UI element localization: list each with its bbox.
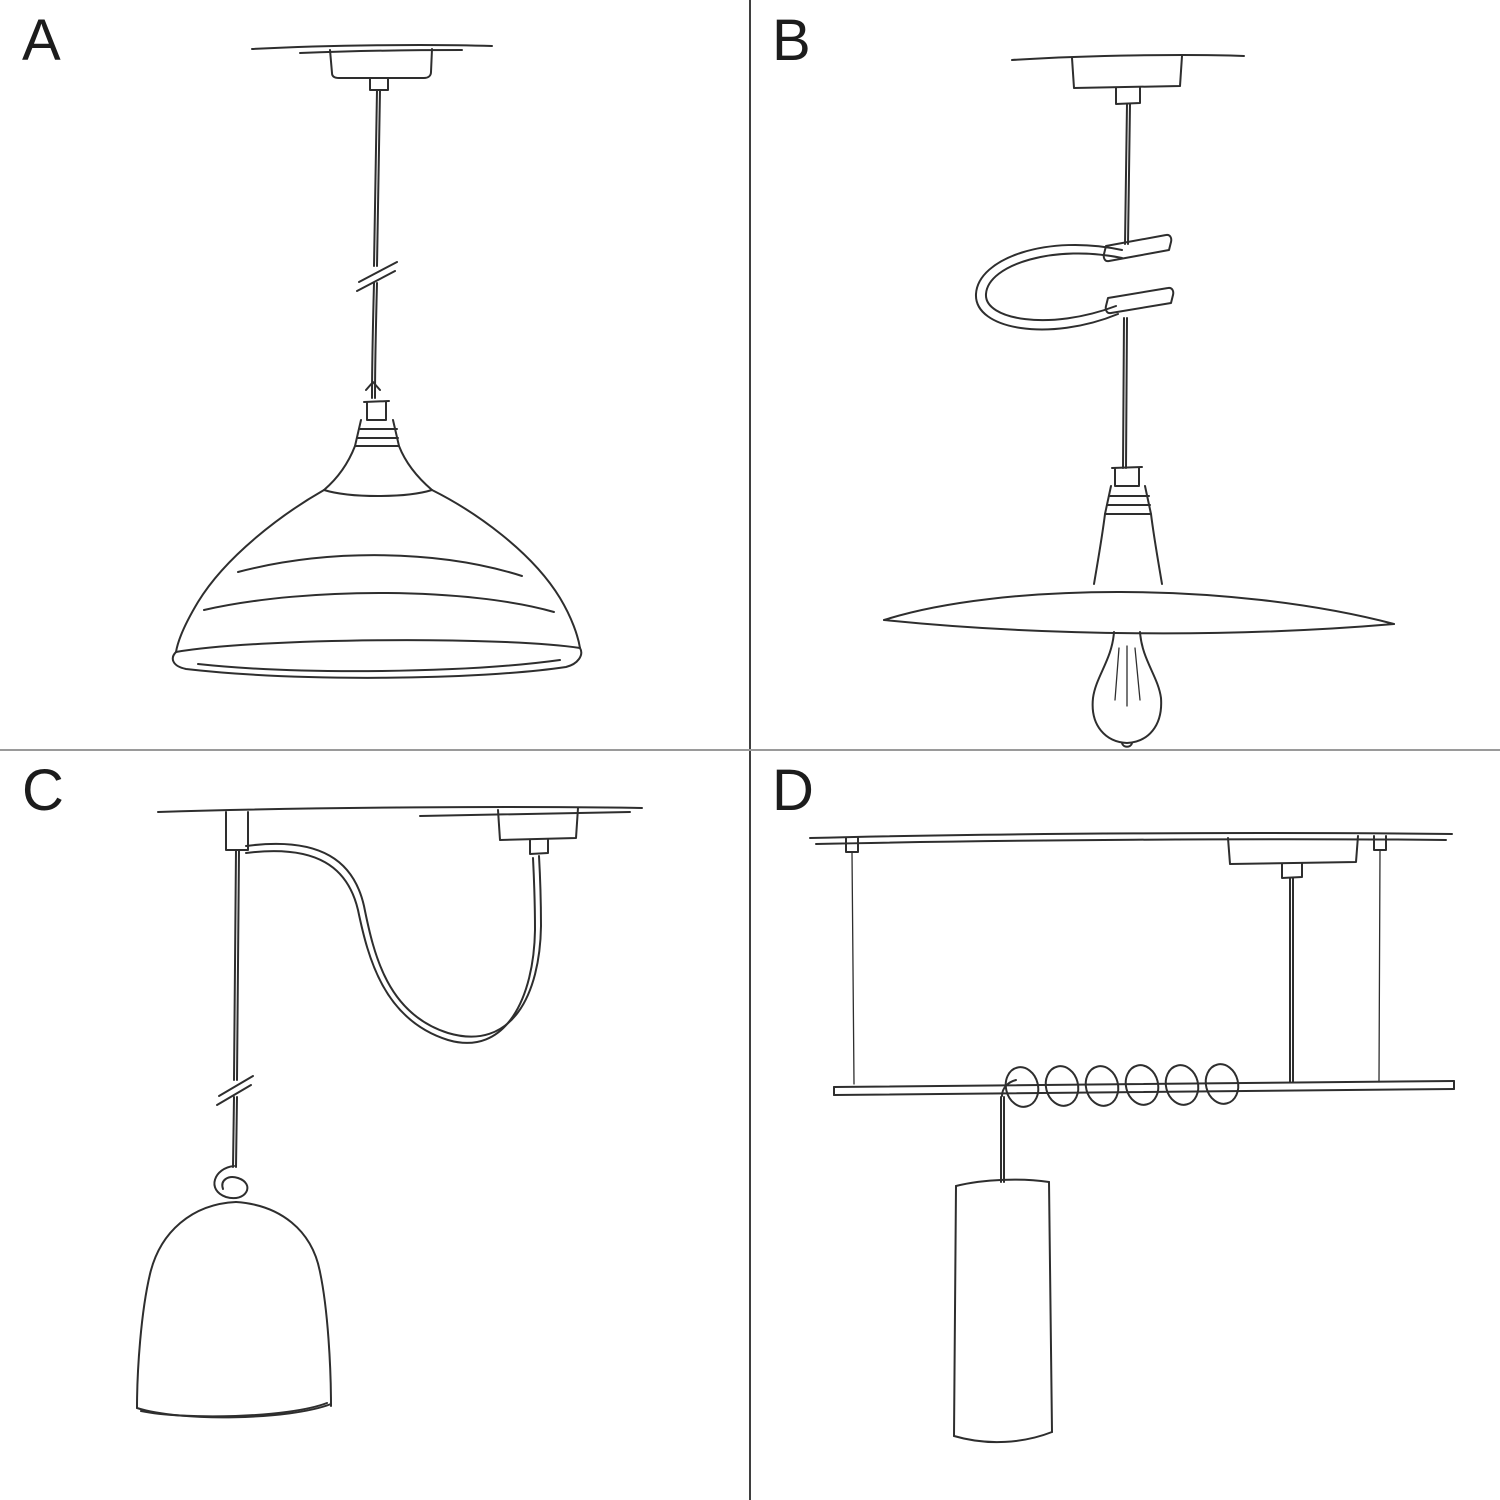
panel-c: C	[0, 750, 750, 1500]
lamp-holder	[323, 400, 433, 491]
panel-a: A	[0, 0, 750, 750]
ceiling-line	[1011, 54, 1245, 61]
flat-plate-shade	[883, 591, 1395, 635]
panel-label-c: C	[22, 758, 65, 823]
panel-label-b: B	[772, 8, 812, 73]
lamp-holder	[1093, 466, 1163, 585]
panel-label-d: D	[772, 758, 815, 823]
light-bulb	[1091, 631, 1163, 748]
panel-d: D	[750, 750, 1500, 1500]
ceiling-line	[809, 832, 1453, 845]
panel-b: B	[750, 0, 1500, 750]
cable-loop-and-clothespin-clip	[974, 233, 1175, 331]
drop-cord	[1000, 1096, 1005, 1183]
lower-cord	[1122, 317, 1128, 469]
drop-cord	[216, 849, 254, 1168]
bar-suspension-cylinder-pendant-sketch-icon	[809, 832, 1455, 1444]
ceiling-line	[157, 806, 643, 817]
panel-label-a: A	[22, 8, 62, 73]
cylinder-shade	[953, 1178, 1053, 1444]
swag-pendant-bell-shade-sketch-icon	[136, 806, 643, 1419]
pendant-plate-shade-sketch-icon	[883, 54, 1395, 748]
ceiling-hook	[225, 811, 249, 851]
suspension-wires	[845, 835, 1387, 1085]
ceiling-rose	[497, 807, 579, 855]
pendant-bowl-shade-sketch-icon	[171, 44, 583, 679]
cord-knot	[213, 1165, 249, 1200]
horizontal-divider	[0, 749, 1500, 751]
pendant-cord	[356, 89, 398, 399]
ceiling-rose	[1227, 835, 1359, 879]
horizontal-bar	[833, 1080, 1455, 1096]
ceiling-rose	[1071, 55, 1183, 105]
bowl-shade	[171, 489, 583, 679]
bell-dome-shade	[136, 1201, 332, 1419]
coiled-cable	[1001, 1063, 1240, 1108]
ceiling-line	[251, 44, 493, 54]
swag-cable	[245, 842, 542, 1044]
pendant-cord	[1124, 103, 1131, 245]
center-rod	[1289, 877, 1294, 1083]
ceiling-rose	[329, 48, 433, 91]
